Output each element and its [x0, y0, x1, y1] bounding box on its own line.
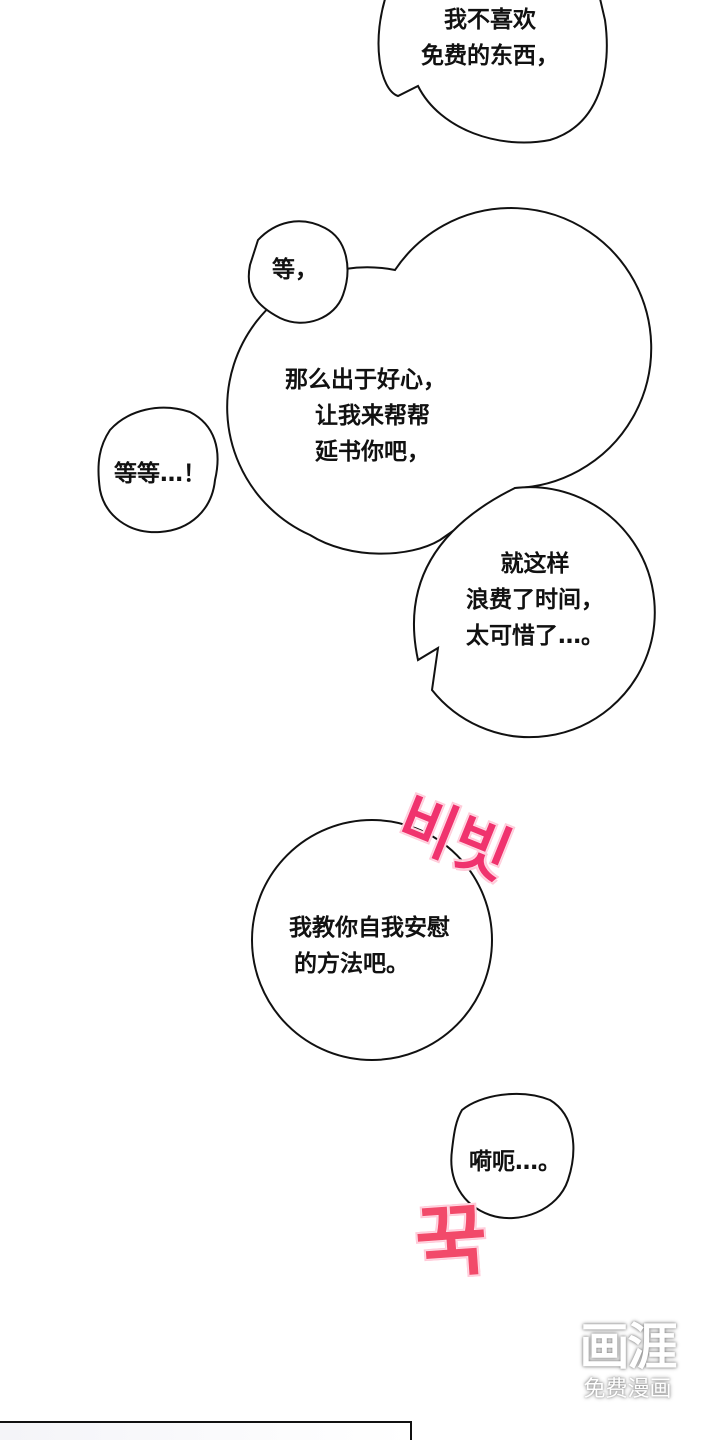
bubble-waste [412, 486, 656, 739]
text-line: 我教你自我安慰 [289, 915, 450, 941]
bubble-wait1 [247, 220, 349, 324]
text-line: 那么出于好心， [285, 367, 446, 393]
sfx-press: 꾹 [412, 1195, 491, 1291]
bubble-teach [251, 819, 493, 1061]
text-line: 延书你吧， [315, 439, 430, 465]
text-line: 让我来帮帮 [315, 403, 430, 429]
watermark: 画涯 免费漫画 [565, 1318, 690, 1404]
bubble-top [377, 0, 608, 144]
watermark-logo: 画涯 [579, 1318, 678, 1376]
watermark-tagline: 免费漫画 [583, 1377, 672, 1402]
bubble-wait2 [97, 406, 219, 534]
text-line: 嗬呃…。 [469, 1149, 561, 1175]
bubble-moan-text: 嗬呃…。 [455, 1144, 575, 1180]
bubble-waste-text: 就这样 浪费了时间， 太可惜了…。 [450, 546, 620, 654]
text-line: 我不喜欢 [444, 7, 536, 33]
text-line: 免费的东西， [421, 43, 559, 69]
text-line: 就这样 [500, 551, 570, 577]
next-panel-border [0, 1421, 412, 1440]
text-line: 等等…！ [114, 461, 206, 487]
text-line: 等， [272, 257, 318, 283]
bubble-teach-text: 我教你自我安慰 的方法吧。 [262, 910, 477, 982]
text-line: 的方法吧。 [294, 951, 409, 977]
bubble-top-text: 我不喜欢 免费的东西， [405, 2, 575, 74]
bubble-moan [450, 1093, 575, 1220]
bubble-wait2-text: 等等…！ [100, 456, 220, 492]
text-line: 浪费了时间， [466, 587, 604, 613]
bubble-wait1-text: 等， [255, 252, 335, 288]
text-line: 太可惜了…。 [466, 623, 604, 649]
bubble-kind-text: 那么出于好心， 让我来帮帮 延书你吧， [285, 362, 485, 470]
